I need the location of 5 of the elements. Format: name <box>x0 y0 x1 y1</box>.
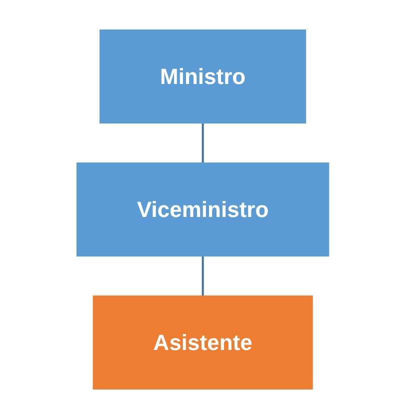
node-box: Asistente <box>92 296 314 390</box>
connector <box>202 123 204 164</box>
node-box: Viceministro <box>76 162 330 256</box>
connector <box>202 256 204 297</box>
node-box: Ministro <box>100 30 306 124</box>
